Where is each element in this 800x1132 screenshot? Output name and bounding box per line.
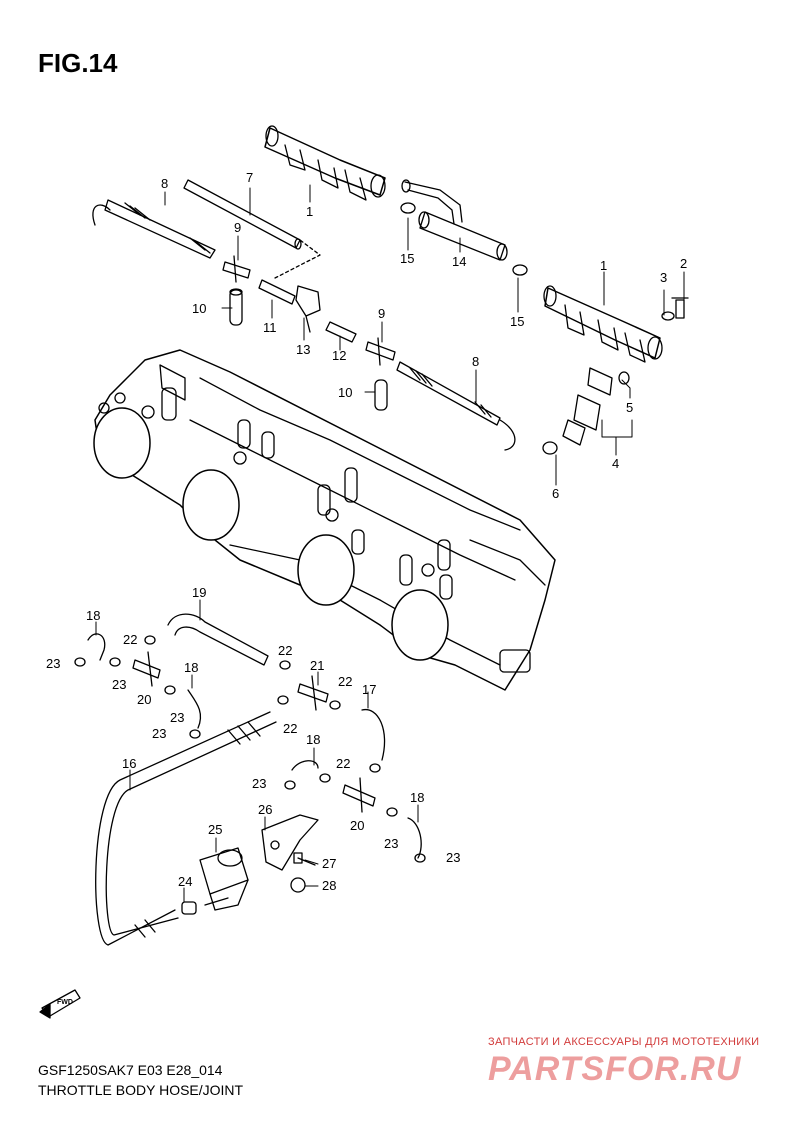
callout-15-left: 15 [400,251,414,266]
callout-1-right: 1 [600,258,607,273]
callout-9-middle: 9 [378,306,385,321]
throttle-body-assembly [93,349,556,691]
joint-part-21 [297,675,329,711]
leader-dashed [274,239,321,279]
callout-10-upper: 10 [192,301,206,316]
callout-22-e: 22 [336,756,350,771]
callout-2: 2 [680,256,687,271]
callout-9-upper: 9 [234,220,241,235]
clamps [74,635,426,863]
callout-1-upper: 1 [306,204,313,219]
callout-27: 27 [322,856,336,871]
pipe-part-10-middle [374,379,388,411]
hose-part-8-middle [396,361,516,451]
hose-part-12 [325,321,357,343]
callout-5: 5 [626,400,633,415]
fuel-delivery-pipe-lower [543,285,663,363]
callout-16: 16 [122,756,136,771]
hose-part-16 [95,711,277,946]
callout-13: 13 [296,342,310,357]
callout-22-a: 22 [123,632,137,647]
callout-14: 14 [452,254,466,269]
hose-part-11 [258,279,296,305]
hose-part-18-a [87,633,106,661]
nut-part-28 [290,877,306,893]
hose-part-7 [183,179,302,250]
hose-part-18-c [291,760,319,771]
callout-23-b: 23 [112,677,126,692]
watermark-tagline: ЗАПЧАСТИ И АКСЕССУАРЫ ДЛЯ МОТОТЕХНИКИ [488,1036,760,1048]
hose-part-18-b [187,689,202,729]
callout-23-a: 23 [46,656,60,671]
fwd-arrow-icon [39,989,81,1019]
fuel-injector-part-4 [542,367,630,455]
callout-19: 19 [192,585,206,600]
callout-3: 3 [660,270,667,285]
bolt-part-27 [293,852,316,866]
fuel-delivery-pipe-upper [264,125,386,201]
callout-26: 26 [258,802,272,817]
callout-4: 4 [612,456,619,471]
hose-part-17 [361,709,386,761]
callout-8-middle: 8 [472,354,479,369]
callout-7: 7 [246,170,253,185]
callout-23-d: 23 [152,726,166,741]
screw-part-2 [671,297,689,319]
callout-18-a: 18 [86,608,100,623]
hose-part-19 [167,613,269,666]
pipe-part-10-upper [229,288,243,326]
callout-23-e: 23 [252,776,266,791]
solenoid-valve-part-25 [199,847,249,911]
callout-22-c: 22 [283,721,297,736]
joint-part-20-b [342,777,376,813]
joint-part-9-middle [365,337,396,366]
callout-18-b: 18 [184,660,198,675]
callout-6: 6 [552,486,559,501]
callout-10-middle: 10 [338,385,352,400]
callout-numbers: 1 1 2 3 4 5 6 7 8 8 9 9 10 10 11 12 13 1… [46,170,687,893]
callout-20-b: 20 [350,818,364,833]
joint-part-20-a [132,651,161,687]
watermark-logo: PARTSFOR.RU [488,1050,742,1088]
figure-name: THROTTLE BODY HOSE/JOINT [38,1082,244,1098]
callout-21: 21 [310,658,324,673]
callout-17: 17 [362,682,376,697]
callout-20-a: 20 [137,692,151,707]
callout-28: 28 [322,878,336,893]
cap-part-24 [181,901,197,915]
joint-part-9-upper [222,255,251,283]
hose-part-8-upper [92,199,216,259]
callout-23-f: 23 [384,836,398,851]
callout-23-g: 23 [446,850,460,865]
fwd-label: FWD [57,999,73,1006]
callout-11: 11 [263,320,277,335]
figure-title: FIG.14 [38,48,118,78]
callout-15-right: 15 [510,314,524,329]
pipe-part-14 [400,179,528,276]
joint-part-13 [295,285,321,333]
leader-lines [95,184,685,903]
bracket-part-26 [261,814,319,871]
callout-25: 25 [208,822,222,837]
callout-22-b: 22 [278,643,292,658]
callout-18-c: 18 [306,732,320,747]
hose-part-18-d [407,817,422,859]
callout-8-upper: 8 [161,176,168,191]
washer-part-3 [661,311,675,321]
callout-24: 24 [178,874,192,889]
callout-22-d: 22 [338,674,352,689]
callout-18-d: 18 [410,790,424,805]
callout-23-c: 23 [170,710,184,725]
figure-code: GSF1250SAK7 E03 E28_014 [38,1062,223,1078]
callout-12: 12 [332,348,346,363]
